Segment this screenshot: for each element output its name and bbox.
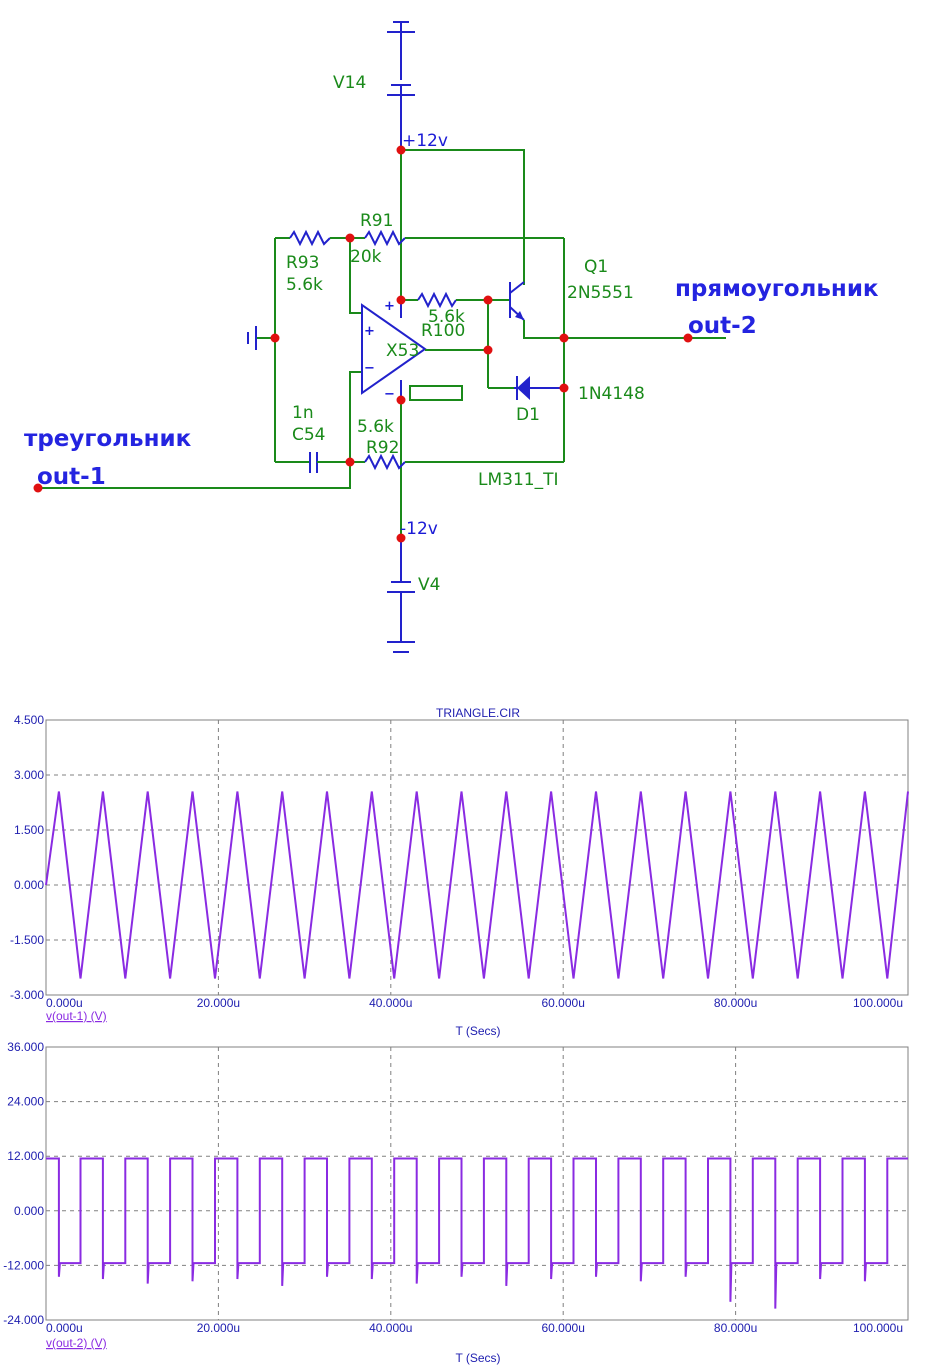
r100-name: R100 [421,321,465,341]
plot-square: 0.000u 20.000u 40.000u 60.000u 80.000u 100.00… [3,1040,909,1335]
opamp-name: X53 [386,341,419,361]
battery-v4 [387,538,415,653]
y-tick-label-out1: 3.000 [14,768,44,782]
r100-value: 5.6k [428,307,465,327]
opamp-x53 [361,303,427,395]
y-tick-label-out2: -12.000 [3,1258,44,1272]
d1-name: D1 [516,405,540,425]
junction-nodes [33,145,693,543]
y-tick-label-out2: 0.000 [14,1204,44,1218]
opamp-plus-in: + [364,324,375,339]
transistor-q1 [509,281,525,321]
opamp-minus-supply: − [384,387,395,402]
y-tick-label-out2: 24.000 [7,1095,44,1109]
pos-rail-label: +12v [402,131,448,151]
c54-value: 1n [292,403,314,423]
y-tick-label-out2: -24.000 [3,1313,44,1327]
resistor-r100 [417,291,457,309]
legend-out1: v(out-1) (V) [46,1009,107,1023]
r91-name: R91 [360,211,393,231]
y-tick-label-out2: 36.000 [7,1040,44,1054]
q1-name: Q1 [584,257,608,277]
v4-label: V4 [418,575,440,595]
r92-name: R92 [366,438,399,458]
diode-d1 [514,376,564,400]
y-tick-label-out1: 4.500 [14,713,44,727]
resistor-r92 [364,453,406,471]
x-tick-label-out1: 0.000u [46,996,83,1010]
x-tick-label-out2: 80.000u [714,1321,757,1335]
x-tick-label-out1: 60.000u [542,996,585,1010]
out2-label: out-2 [688,313,757,339]
x-tick-label-out2: 100.000u [853,1321,903,1335]
x-tick-label-out1: 80.000u [714,996,757,1010]
trace-out2 [46,1157,908,1309]
x-tick-label-out2: 40.000u [369,1321,412,1335]
y-tick-label-out2: 12.000 [7,1149,44,1163]
x-tick-label-out1: 40.000u [369,996,412,1010]
battery-v14 [387,21,415,150]
resistor-r93 [289,229,331,247]
x-axis-label-2: T (Secs) [455,1351,500,1365]
c54-name: C54 [292,425,326,445]
r92-value: 5.6k [357,417,394,437]
ground-symbol [247,326,257,350]
plot-frame-out1 [45,719,909,996]
trace-out1 [45,791,909,979]
x-tick-label-out2: 20.000u [197,1321,240,1335]
out1-label: out-1 [37,464,106,490]
capacitor-c54 [309,452,318,473]
triangle-wave-label: треугольник [24,426,192,452]
opamp-model: LM311_TI [478,470,558,490]
v14-label: V14 [333,73,366,93]
plot-triangle: 0.000u 20.000u 40.000u 60.000u 80.000u 100.00… [10,713,909,1010]
y-tick-label-out1: -1.500 [10,933,44,947]
neg-rail-label: -12v [400,519,438,539]
r93-name: R93 [286,253,319,273]
legend-out2: v(out-2) (V) [46,1336,107,1350]
resistor-r91 [364,229,406,247]
r91-value: 20k [350,247,382,267]
y-tick-label-out1: 0.000 [14,878,44,892]
x-tick-label-out1: 100.000u [853,996,903,1010]
square-wave-label: прямоугольник [675,276,879,302]
x-tick-label-out1: 20.000u [197,996,240,1010]
y-tick-label-out1: 1.500 [14,823,44,837]
opamp-minus-in: − [364,361,375,376]
plot-title: TRIANGLE.CIR [436,706,520,720]
q1-model: 2N5551 [567,283,634,303]
x-tick-label-out2: 0.000u [46,1321,83,1335]
r93-value: 5.6k [286,275,323,295]
y-tick-label-out1: -3.000 [10,988,44,1002]
x-axis-label-1: T (Secs) [455,1024,500,1038]
circuit-schematic: V14 +12v R91 20k R93 5.6k + − + − X53 [24,21,879,653]
wire-pos-rail [401,149,525,285]
x-tick-label-out2: 60.000u [542,1321,585,1335]
plot-frame-out2 [45,1046,909,1321]
d1-model: 1N4148 [578,384,645,404]
opamp-plus-supply: + [384,299,395,314]
